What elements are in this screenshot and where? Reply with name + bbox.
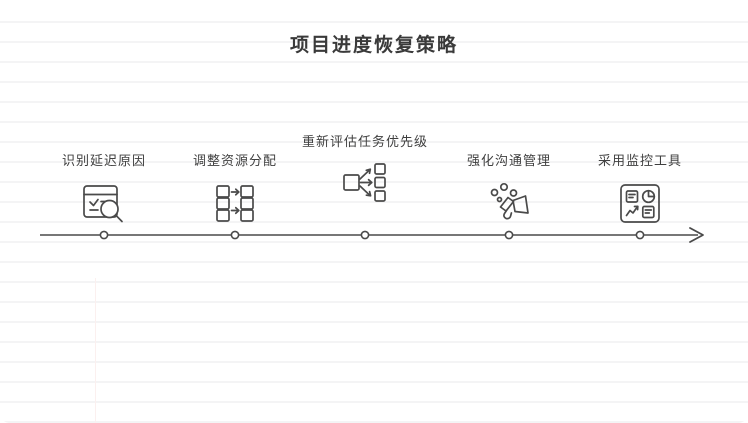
task-distribution-icon: [285, 157, 445, 209]
timeline-node: [360, 230, 370, 240]
timeline-node: [504, 230, 514, 240]
timeline-step-2[interactable]: 调整资源分配: [155, 152, 315, 230]
timeline-step-label: 识别延迟原因: [61, 154, 146, 169]
timeline-node: [230, 230, 240, 240]
timeline-node: [99, 230, 109, 240]
timeline-step-label: 采用监控工具: [597, 154, 682, 169]
dashboard-icon: [560, 178, 720, 230]
page-title: 项目进度恢复策略: [289, 34, 458, 56]
timeline-step-label: 调整资源分配: [192, 154, 277, 169]
timeline-step-label: 强化沟通管理: [466, 154, 551, 169]
resource-transfer-icon: [155, 178, 315, 230]
timeline-step-1[interactable]: 识别延迟原因: [24, 152, 184, 230]
timeline-step-5[interactable]: 采用监控工具: [560, 152, 720, 230]
megaphone-icon: [429, 178, 589, 230]
search-document-icon: [24, 178, 184, 230]
timeline-step-label: 重新评估任务优先级: [301, 135, 428, 150]
timeline-step-4[interactable]: 强化沟通管理: [429, 152, 589, 230]
timeline-step-3[interactable]: 重新评估任务优先级: [285, 133, 445, 209]
timeline-node: [635, 230, 645, 240]
paper-margin-line: [95, 278, 96, 423]
